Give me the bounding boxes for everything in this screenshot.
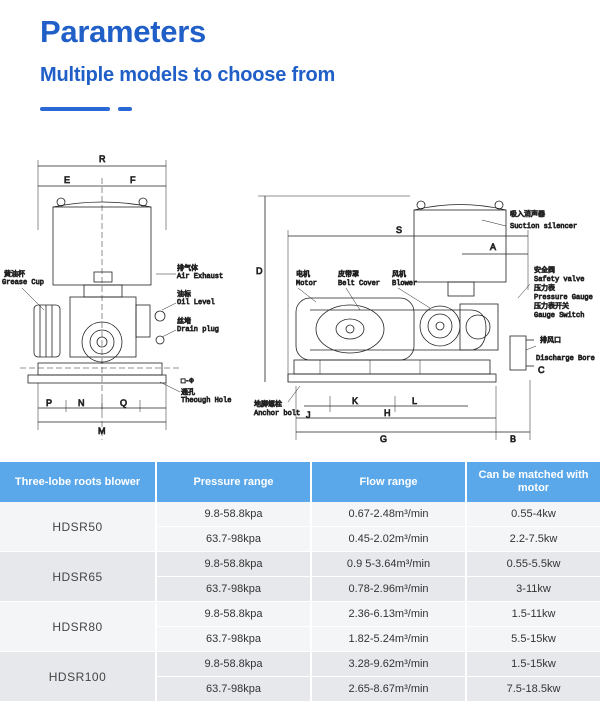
discharge-bore-label: Discharge Bore — [536, 355, 595, 363]
dim-a-label: A — [490, 242, 496, 252]
anchor-bolt-cn-label: 地脚螺栓 — [254, 399, 282, 409]
pressure-cell: 9.8-58.8kpa — [156, 601, 312, 627]
table-row: HDSR100 9.8-58.8kpa 3.28-9.62m³/min 1.5-… — [0, 651, 600, 702]
grease-cup-label: Grease Cup — [2, 279, 44, 287]
dim-m-label: M — [98, 426, 106, 436]
air-exhaust-cn-label: 排气体 — [177, 263, 198, 273]
side-view-drawing — [258, 195, 537, 440]
belt-cover-cn-label: 皮带罩 — [338, 269, 359, 279]
parameters-table: Three-lobe roots blower Pressure range F… — [0, 462, 600, 702]
flow-cell: 0.78-2.96m³/min — [311, 576, 467, 602]
pressure-cell: 63.7-98kpa — [156, 676, 312, 702]
dim-n-label: N — [78, 398, 85, 408]
table-row: 63.7-98kpa 0.45-2.02m³/min 2.2-7.5kw — [0, 526, 600, 552]
belt-cover-label: Belt Cover — [338, 280, 380, 288]
dim-b-label: B — [510, 434, 516, 444]
dim-f-label: F — [130, 175, 136, 185]
dim-g-label: G — [380, 434, 387, 444]
flow-cell: 2.65-8.67m³/min — [311, 676, 467, 702]
motor-cell: 1.5-11kw — [466, 601, 600, 627]
flow-cell: 0.67-2.48m³/min — [311, 502, 467, 527]
pressure-cell: 63.7-98kpa — [156, 626, 312, 652]
flow-cell: 0.9 5-3.64m³/min — [311, 551, 467, 577]
pressure-cell: 63.7-98kpa — [156, 526, 312, 552]
table-row: HDSR50 9.8-58.8kpa 0.67-2.48m³/min 0.55-… — [0, 502, 600, 552]
dim-h-label: H — [384, 408, 391, 418]
dim-r-label: R — [99, 154, 106, 164]
model-cell: HDSR80 — [0, 601, 157, 652]
motor-cell: 2.2-7.5kw — [466, 526, 600, 552]
discharge-bore-cn-label: 排风口 — [540, 335, 561, 345]
dim-q-label: Q — [120, 398, 127, 408]
dim-p-label: P — [46, 398, 52, 408]
motor-cell: 1.5-15kw — [466, 651, 600, 677]
table-row: HDSR65 9.8-58.8kpa 0.9 5-3.64m³/min 0.55… — [0, 551, 600, 602]
motor-cell: 5.5-15kw — [466, 626, 600, 652]
model-cell: HDSR65 — [0, 551, 157, 602]
dim-s-label: S — [396, 225, 402, 235]
dim-l-label: L — [412, 396, 417, 406]
suction-silencer-label: Suction silencer — [510, 223, 577, 231]
pressure-cell: 9.8-58.8kpa — [156, 502, 312, 527]
motor-cell: 0.55-4kw — [466, 502, 600, 527]
pressure-cell: 9.8-58.8kpa — [156, 651, 312, 677]
oil-level-cn-label: 油标 — [177, 289, 191, 299]
motor-label: Motor — [296, 280, 317, 288]
page-title: Parameters — [40, 14, 206, 49]
through-hole-label: Theough Hole — [181, 397, 231, 405]
dim-k-label: K — [352, 396, 358, 406]
technical-drawing: R E F 黄油杯 Grease Cup 排气体 Air Exhaust 油标 … — [0, 150, 600, 445]
pressure-gauge-cn-label: 压力表 — [534, 283, 555, 293]
table-row: 63.7-98kpa 0.78-2.96m³/min 3-11kw — [0, 576, 600, 602]
header-flow: Flow range — [311, 462, 467, 502]
pressure-cell: 9.8-58.8kpa — [156, 551, 312, 577]
page-subtitle: Multiple models to choose from — [40, 64, 336, 86]
hole-mark-label: □-Φ — [181, 378, 194, 386]
grease-cup-cn-label: 黄油杯 — [4, 269, 25, 279]
model-cell: HDSR50 — [0, 502, 157, 552]
flow-cell: 0.45-2.02m³/min — [311, 526, 467, 552]
gauge-switch-label: Gauge Switch — [534, 312, 584, 320]
drain-plug-label: Drain plug — [177, 326, 219, 334]
dim-j-label: J — [306, 410, 311, 420]
pressure-cell: 63.7-98kpa — [156, 576, 312, 602]
motor-cell: 0.55-5.5kw — [466, 551, 600, 577]
table-header-row: Three-lobe roots blower Pressure range F… — [0, 462, 600, 502]
anchor-bolt-label: Anchor bolt — [254, 410, 300, 418]
oil-level-label: Oil Level — [177, 299, 215, 307]
safety-valve-cn-label: 安全阀 — [534, 265, 555, 275]
drain-plug-cn-label: 丝堵 — [177, 316, 191, 326]
accent-dot — [118, 107, 132, 111]
pressure-gauge-label: Pressure Gauge — [534, 294, 593, 302]
safety-valve-label: Safety valve — [534, 276, 584, 284]
header-pressure: Pressure range — [156, 462, 312, 502]
header-motor: Can be matched with motor — [466, 462, 600, 502]
flow-cell: 2.36-6.13m³/min — [311, 601, 467, 627]
front-view-drawing — [20, 160, 181, 440]
dim-e-label: E — [64, 175, 70, 185]
blower-cn-label: 风机 — [392, 269, 406, 279]
motor-cell: 7.5-18.5kw — [466, 676, 600, 702]
table-row: HDSR80 9.8-58.8kpa 2.36-6.13m³/min 1.5-1… — [0, 601, 600, 652]
table-row: 63.7-98kpa 1.82-5.24m³/min 5.5-15kw — [0, 626, 600, 652]
motor-cell: 3-11kw — [466, 576, 600, 602]
blower-label: Blower — [392, 280, 417, 288]
flow-cell: 1.82-5.24m³/min — [311, 626, 467, 652]
table-row: 63.7-98kpa 2.65-8.67m³/min 7.5-18.5kw — [0, 676, 600, 702]
accent-bar — [40, 107, 110, 111]
motor-cn-label: 电机 — [296, 269, 310, 279]
dim-d-label: D — [256, 266, 263, 276]
dim-c-label: C — [538, 365, 545, 375]
gauge-switch-cn-label: 压力表开关 — [534, 301, 569, 311]
air-exhaust-label: Air Exhaust — [177, 273, 223, 281]
flow-cell: 3.28-9.62m³/min — [311, 651, 467, 677]
header-model: Three-lobe roots blower — [0, 462, 157, 502]
suction-silencer-cn-label: 吸入消声器 — [510, 209, 545, 219]
through-hole-cn-label: 通孔 — [181, 387, 195, 397]
model-cell: HDSR100 — [0, 651, 157, 702]
